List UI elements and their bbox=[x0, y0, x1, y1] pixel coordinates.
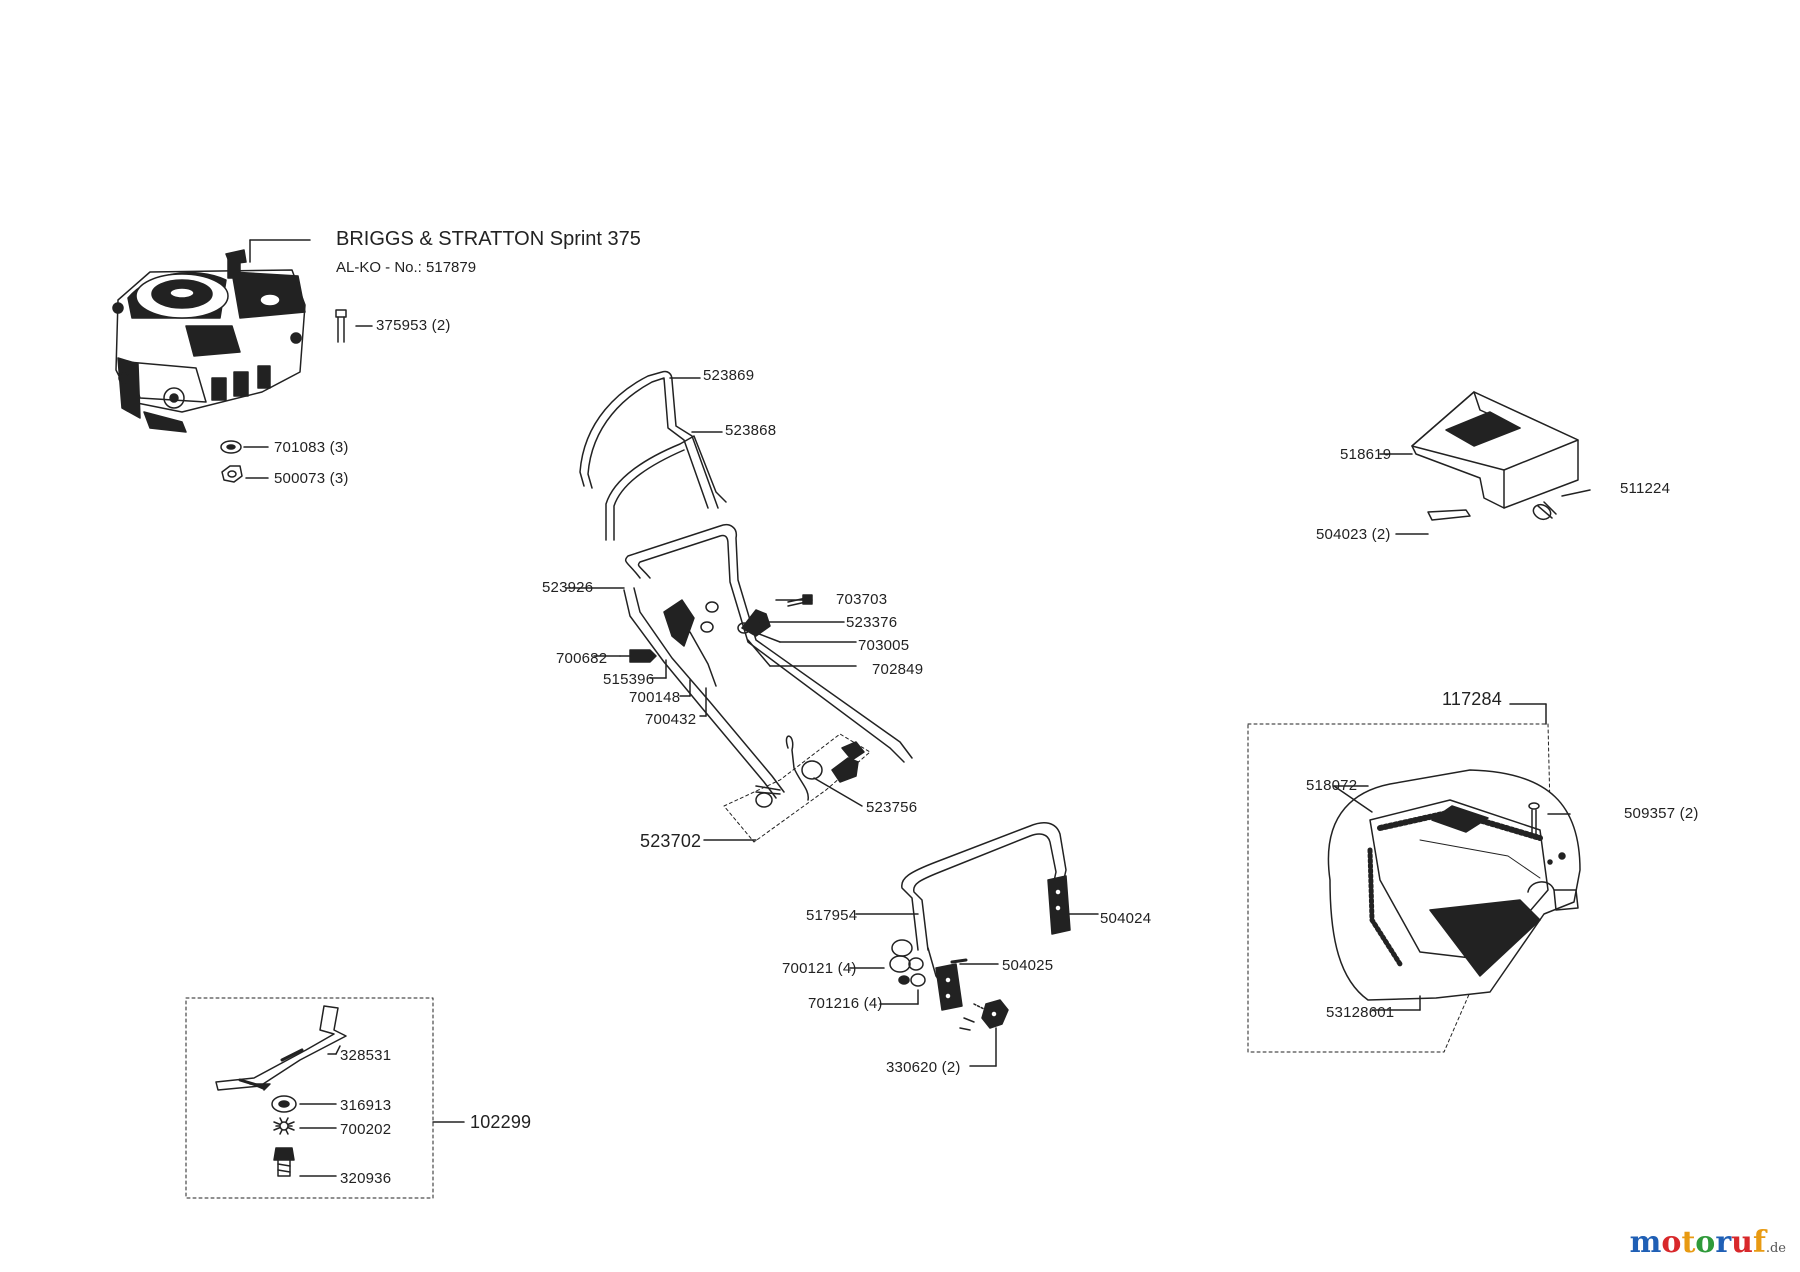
part-label[interactable]: 375953 (2) bbox=[376, 317, 451, 334]
engine-fasteners-drawing bbox=[220, 309, 373, 483]
part-label[interactable]: 328531 bbox=[340, 1047, 392, 1064]
cable-clamp-kit-drawing bbox=[703, 733, 871, 843]
upper-handle-drawing bbox=[579, 370, 727, 541]
part-label[interactable]: 700148 bbox=[629, 689, 681, 706]
part-label[interactable]: 523376 bbox=[846, 614, 898, 631]
engine-number: AL-KO - No.: 517879 bbox=[336, 259, 477, 276]
part-label[interactable]: 511224 bbox=[1620, 480, 1671, 497]
part-label[interactable]: 523926 bbox=[542, 579, 594, 596]
logo-letter: f bbox=[1752, 1225, 1766, 1260]
part-label[interactable]: 320936 bbox=[340, 1170, 392, 1187]
part-label[interactable]: 518072 bbox=[1306, 777, 1358, 794]
part-label[interactable]: 700682 bbox=[556, 650, 608, 667]
part-label[interactable]: 504024 bbox=[1100, 910, 1152, 927]
part-label[interactable]: 316913 bbox=[340, 1097, 392, 1114]
part-label[interactable]: 700121 (4) bbox=[782, 960, 857, 977]
logo-letter: r bbox=[1715, 1225, 1732, 1260]
part-label[interactable]: 117284 bbox=[1442, 689, 1502, 709]
part-label[interactable]: 523869 bbox=[703, 367, 755, 384]
logo-suffix: .de bbox=[1765, 1241, 1786, 1256]
part-label[interactable]: 703005 bbox=[858, 637, 910, 654]
engine-title: BRIGGS & STRATTON Sprint 375 bbox=[336, 228, 641, 250]
nuts-washers-drawing bbox=[849, 939, 926, 1005]
part-label[interactable]: 702849 bbox=[872, 661, 924, 678]
part-label[interactable]: 53128601 bbox=[1326, 1004, 1395, 1021]
engine-drawing bbox=[112, 239, 311, 433]
part-label[interactable]: 523868 bbox=[725, 422, 777, 439]
handle-hardware-drawing bbox=[593, 594, 857, 717]
part-label[interactable]: 500073 (3) bbox=[274, 470, 349, 487]
part-label[interactable]: 701083 (3) bbox=[274, 439, 349, 456]
part-label[interactable]: 330620 (2) bbox=[886, 1059, 961, 1076]
motoruf-logo[interactable]: motoruf.de bbox=[1630, 1225, 1786, 1260]
part-label[interactable]: 509357 (2) bbox=[1624, 805, 1699, 822]
part-label[interactable]: 518619 bbox=[1340, 446, 1392, 463]
lower-handle-drawing bbox=[565, 524, 913, 799]
part-label[interactable]: 701216 (4) bbox=[808, 995, 883, 1012]
logo-letter: t bbox=[1681, 1225, 1696, 1260]
blade-kit-drawing bbox=[185, 997, 465, 1199]
logo-letter: m bbox=[1629, 1225, 1662, 1260]
part-label[interactable]: 700202 bbox=[340, 1121, 392, 1138]
part-label[interactable]: 102299 bbox=[470, 1112, 532, 1132]
logo-letter: u bbox=[1731, 1225, 1753, 1260]
part-label[interactable]: 523702 bbox=[640, 831, 702, 851]
rear-flap-drawing bbox=[1379, 391, 1591, 535]
logo-letter: o bbox=[1661, 1225, 1682, 1260]
part-label[interactable]: 700432 bbox=[645, 711, 697, 728]
part-label[interactable]: 523756 bbox=[866, 799, 918, 816]
grass-box-drawing bbox=[1247, 703, 1581, 1053]
part-label[interactable]: 504023 (2) bbox=[1316, 526, 1391, 543]
part-label[interactable]: 504025 bbox=[1002, 957, 1054, 974]
logo-letter: o bbox=[1695, 1225, 1716, 1260]
part-label[interactable]: 703703 bbox=[836, 591, 888, 608]
part-label[interactable]: 517954 bbox=[806, 907, 858, 924]
bracket-handle-drawing bbox=[855, 821, 1099, 1067]
part-label[interactable]: 515396 bbox=[603, 671, 655, 688]
